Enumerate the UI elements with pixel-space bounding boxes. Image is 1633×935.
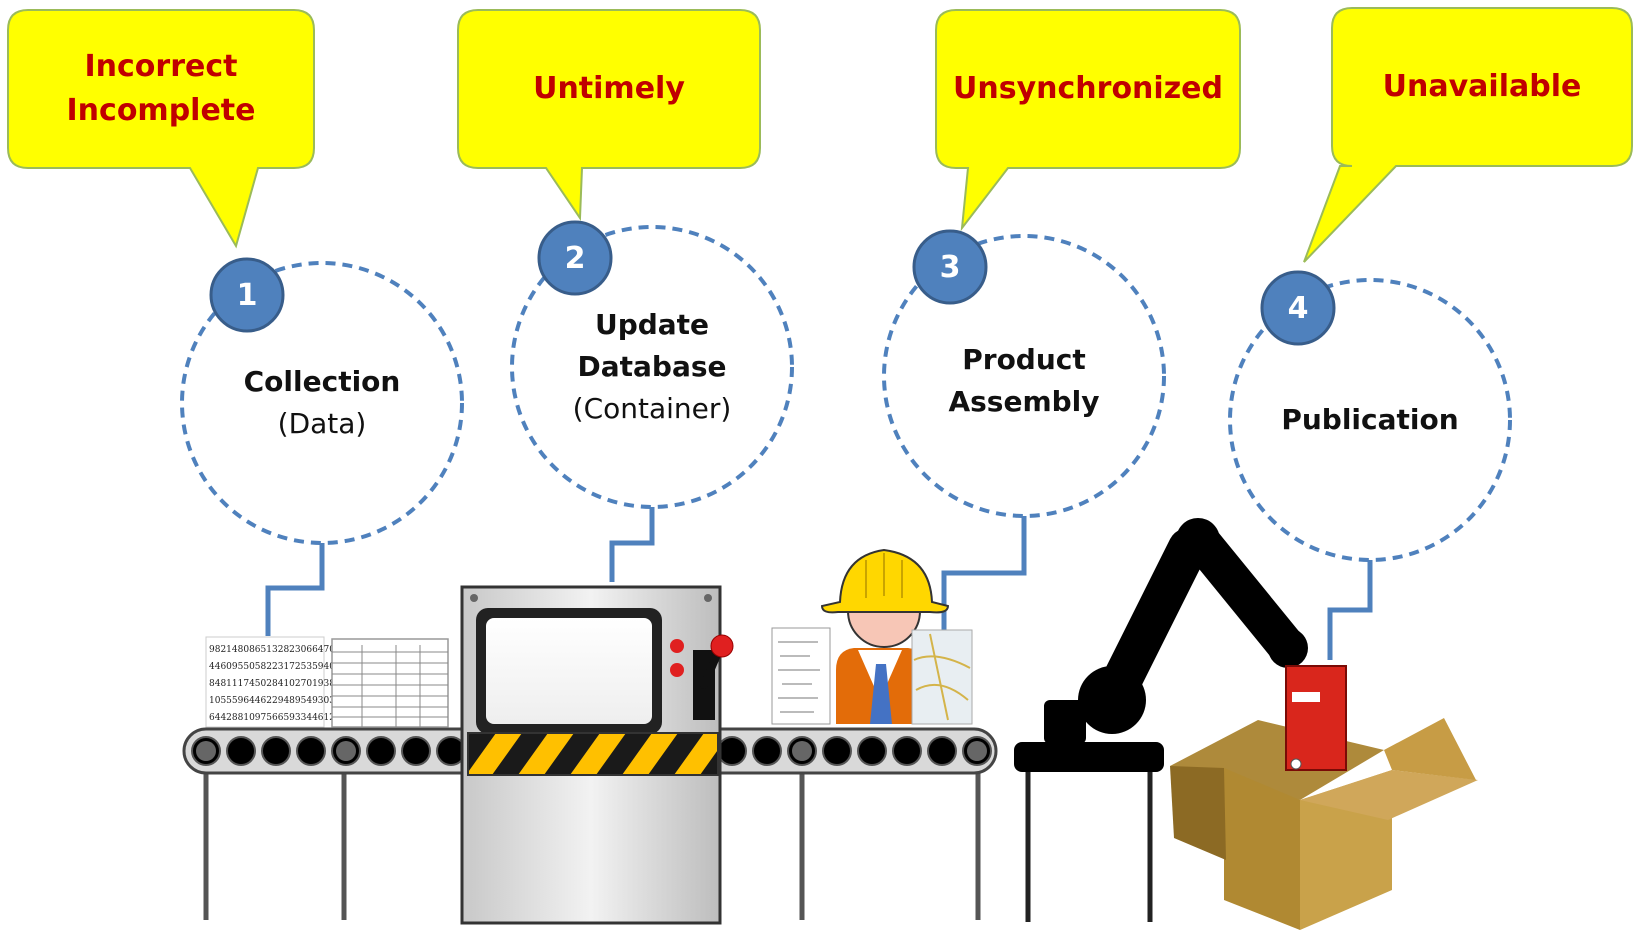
step-number-3: 3	[939, 249, 961, 285]
connector-1	[265, 543, 325, 636]
step-number-4: 4	[1287, 290, 1309, 326]
stage-label-product-assembly: Product Assembly	[914, 326, 1134, 436]
step-badge-3	[912, 229, 988, 305]
callout-line: Unsynchronized	[953, 71, 1223, 106]
data-sheet: 982148086513282306647093 8 4460955058223…	[205, 636, 355, 728]
stage-title: Collection	[243, 365, 401, 398]
publication-box	[1170, 665, 1478, 930]
data-sheet-row: 105559644622948954930381 9	[209, 696, 355, 706]
callout-bubble-2	[457, 9, 761, 222]
data-sheet-row: 446095505822317253594081 2	[209, 662, 355, 672]
callout-line: Incomplete	[66, 93, 256, 128]
callout-line: Unavailable	[1382, 69, 1582, 104]
stage-title: Database	[577, 350, 727, 383]
connector-3	[941, 516, 1027, 640]
callout-bubble-3	[935, 9, 1241, 232]
worker-figure	[771, 548, 973, 725]
step-badge-1	[209, 257, 285, 333]
callout-line: Incorrect	[84, 49, 238, 84]
stage-circle-1	[180, 261, 464, 545]
callout-bubble-4	[1303, 7, 1633, 263]
database-machine	[460, 585, 734, 925]
stage-label-update-database: Update Database (Container)	[542, 297, 762, 437]
data-sheet-row: 848111745028410270193852 1	[209, 679, 355, 689]
stage-label-collection: Collection (Data)	[212, 343, 432, 463]
step-number-2: 2	[564, 240, 586, 276]
stage-subtitle: (Container)	[572, 392, 732, 425]
callout-text-4: Unavailable	[1342, 14, 1622, 160]
data-sheet-row: 644288109756659334461284 7	[209, 713, 355, 723]
stage-circle-4	[1228, 278, 1512, 562]
callout-text-2: Untimely	[468, 16, 750, 162]
binder-icon	[1285, 665, 1347, 771]
stage-circle-2	[510, 225, 794, 509]
data-sheet-row: 982148086513282306647093 8	[209, 645, 355, 655]
stage-label-publication: Publication	[1260, 390, 1480, 450]
stage-circle-3	[882, 234, 1166, 518]
stage-title: Update	[594, 308, 710, 341]
stage-subtitle: (Data)	[277, 407, 367, 440]
callout-bubble-1	[7, 9, 315, 249]
callout-text-3: Unsynchronized	[946, 16, 1230, 162]
callout-line: Untimely	[533, 71, 685, 106]
stage-title: Product	[962, 343, 1086, 376]
connector-2	[609, 507, 655, 582]
step-badge-2	[537, 220, 613, 296]
step-badge-4	[1260, 270, 1336, 346]
connector-4	[1327, 560, 1373, 660]
data-form	[331, 638, 449, 728]
conveyor-belt	[182, 727, 998, 920]
stage-title: Publication	[1281, 403, 1459, 436]
callout-text-1: Incorrect Incomplete	[18, 16, 304, 162]
robot-arm	[1014, 518, 1308, 922]
step-number-1: 1	[236, 277, 258, 313]
stage-title: Assembly	[948, 385, 1100, 418]
